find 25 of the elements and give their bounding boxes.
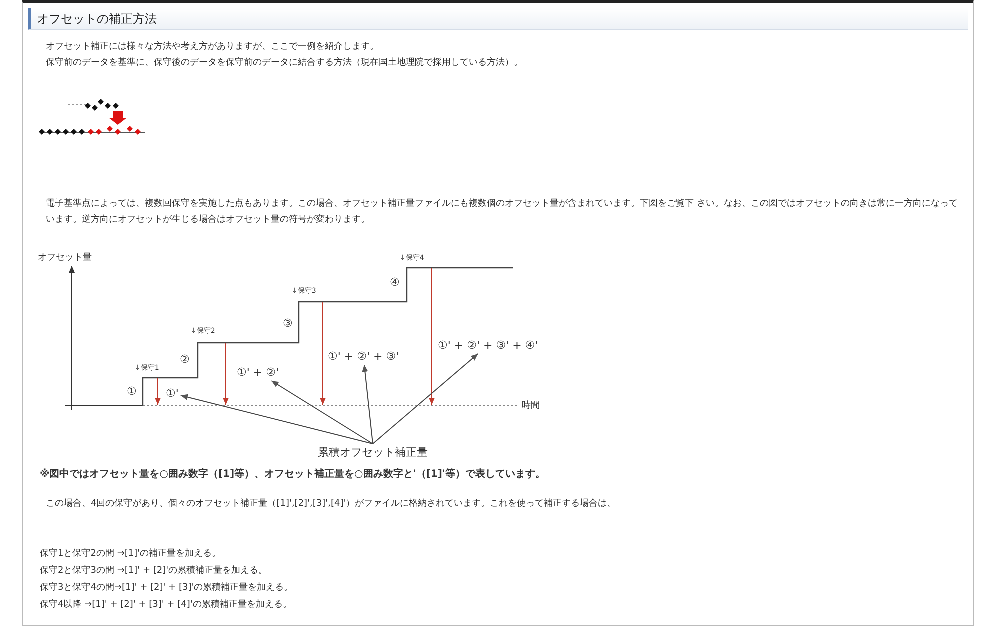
paragraph: この場合、4回の保守があり、個々のオフセット補正量（[1]',[2]',[3]',[4]'）がファイルに格納されています。これを使って補正する場合は、: [46, 498, 616, 510]
step-number: ④: [390, 277, 400, 289]
leader-arrow: [180, 394, 374, 444]
note: ※図中ではオフセット量を○囲み数字（[1]等）、オフセット補正量を○囲み数字と'（[1]'等）で表しています。: [40, 469, 546, 481]
axis-label: 時間: [522, 400, 540, 412]
paragraph: 保守3と保守4の間→[1]' + [2]' + [3]'の累積補正量を加える。: [40, 582, 294, 594]
leader-arrow: [372, 354, 479, 444]
leader-arrow: [362, 364, 374, 444]
axis-label: オフセット量: [38, 252, 92, 264]
caption-label: 累積オフセット補正量: [318, 446, 428, 459]
offset-label: ①' + ②' + ③': [328, 350, 400, 363]
paragraph: 保守4以降 →[1]' + [2]' + [3]' + [4]'の累積補正量を加える。: [40, 599, 292, 611]
step-number: ①: [127, 386, 137, 398]
paragraph: 保守1と保守2の間 →[1]'の補正量を加える。: [40, 548, 222, 560]
offset-label: ①': [166, 387, 179, 400]
paragraph: 保守前のデータを基準に、保守後のデータを保守前のデータに結合する方法（現在国土地理院で採用している方法）。: [46, 57, 523, 69]
step-number: ③: [283, 318, 293, 330]
paragraph: 保守2と保守3の間 →[1]' + [2]'の累積補正量を加える。: [40, 565, 268, 577]
paragraph: オフセット補正には様々な方法や考え方がありますが、ここで一例を紹介します。: [46, 41, 379, 53]
leader-arrow: [271, 380, 374, 444]
section-heading: オフセットの補正方法: [28, 8, 968, 30]
step-number: ②: [180, 354, 190, 366]
paragraph: 電子基準点によっては、複数回保守を実施した点もあります。この場合、オフセット補正量ファイルにも複数個のオフセット量が含まれています。下図をご覧下 さい。なお、この図ではオフセットの向きは常に一方向になっています。逆方向にオフセットが生じる場合はオフセット量の符号が変わります。: [46, 198, 959, 227]
offset-label: ①' + ②' + ③' + ④': [438, 339, 538, 352]
offset-label: ①' + ②': [237, 366, 279, 379]
